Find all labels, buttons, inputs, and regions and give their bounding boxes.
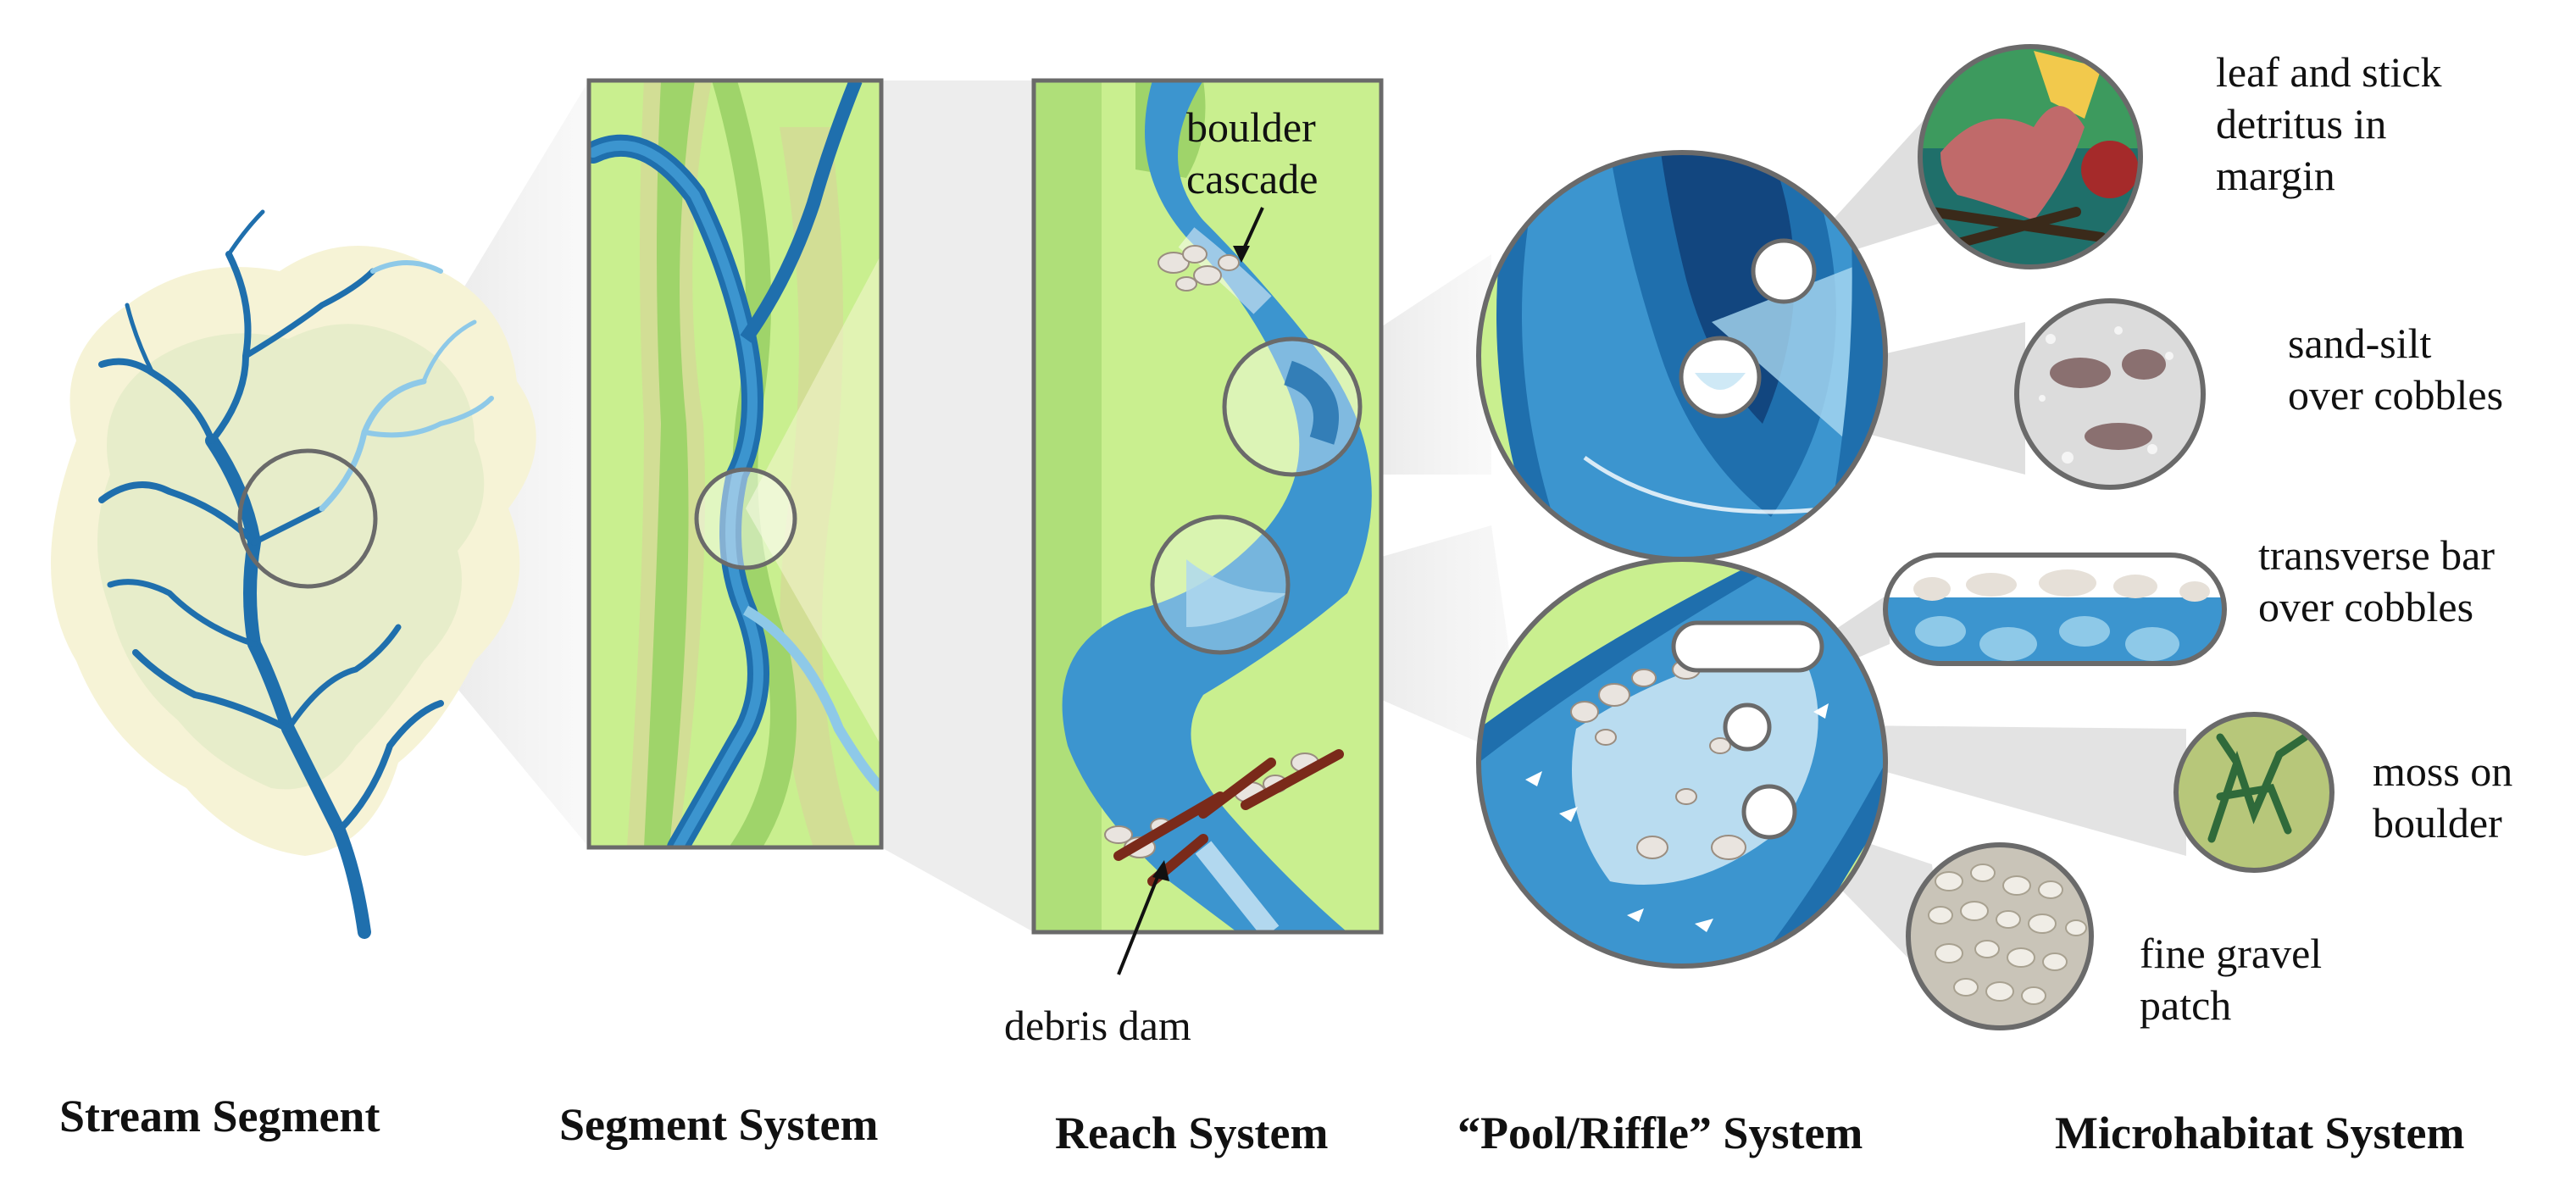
segment-system-panel (586, 78, 884, 850)
moss-circle (2174, 712, 2334, 873)
label-fine-gravel: fine gravel patch (2140, 928, 2322, 1031)
label-line: margin (2216, 152, 2335, 199)
label-moss: moss on boulder (2373, 746, 2512, 849)
label-boulder-cascade: boulder cascade (1186, 102, 1318, 205)
title-microhabitat-system: Microhabitat System (2055, 1108, 2465, 1158)
pool-circle (1476, 150, 1888, 562)
title-reach-system: Reach System (1055, 1108, 1329, 1158)
label-line: sand-silt (2288, 319, 2432, 367)
reach-system-panel (1031, 78, 1384, 975)
label-line: moss on (2373, 747, 2513, 795)
title-pool-riffle-system: “Pool/Riffle” System (1457, 1108, 1863, 1158)
label-line: cascade (1186, 155, 1319, 203)
label-line: over cobbles (2288, 371, 2504, 419)
label-line: detritus in (2216, 100, 2387, 147)
label-line: leaf and stick (2216, 48, 2442, 96)
label-line: boulder (2373, 799, 2502, 847)
label-line: fine gravel (2140, 930, 2323, 977)
leaf-detritus-circle (1918, 44, 2143, 269)
label-line: patch (2140, 981, 2232, 1029)
riffle-circle (1476, 557, 1888, 969)
label-line: transverse bar (2258, 531, 2496, 579)
label-line: over cobbles (2258, 583, 2474, 630)
label-line: boulder (1186, 103, 1316, 151)
label-sand-silt: sand-silt over cobbles (2288, 318, 2503, 421)
label-line: debris dam (1004, 1002, 1191, 1049)
label-debris-dam: debris dam (1004, 1000, 1191, 1052)
title-stream-segment: Stream Segment (59, 1091, 380, 1141)
fine-gravel-circle (1906, 842, 2094, 1030)
label-leaf-stick: leaf and stick detritus in margin (2216, 47, 2442, 202)
transverse-bar-capsule (1883, 553, 2227, 666)
title-segment-system: Segment System (559, 1099, 879, 1150)
stream-segment-map (51, 209, 536, 939)
sand-silt-circle (2014, 298, 2206, 490)
label-transverse-bar: transverse bar over cobbles (2258, 530, 2495, 633)
